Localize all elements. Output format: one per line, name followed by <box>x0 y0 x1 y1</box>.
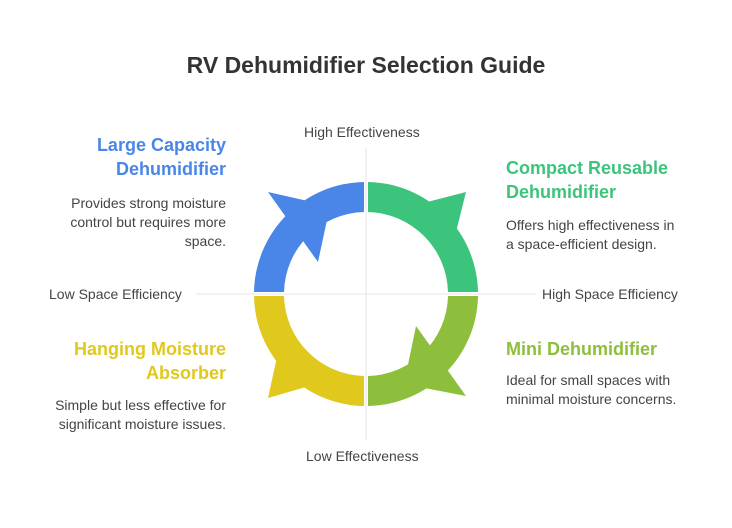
axis-label-top: High Effectiveness <box>304 124 420 140</box>
arrow-head-bottom-right <box>404 326 466 396</box>
arrow-head-bottom-left <box>268 334 330 398</box>
axis-label-left: Low Space Efficiency <box>49 286 182 302</box>
quadrant-heading-bottom-left: Hanging Moisture Absorber <box>74 339 226 383</box>
quadrant-desc-top-left: Provides strong moisture control but req… <box>70 195 226 249</box>
ring-segment-top-right <box>368 182 478 292</box>
quadrant-heading-top-left: Large Capacity Dehumidifier <box>96 135 226 179</box>
arrow-head-top-left <box>268 192 330 262</box>
quadrant-desc-bottom-right: Ideal for small spaces with minimal mois… <box>506 372 677 407</box>
quadrant-heading-top-right: Compact Reusable Dehumidifier <box>506 158 669 202</box>
quadrant-heading-bottom-right: Mini Dehumidifier <box>506 339 658 359</box>
axis-label-right: High Space Efficiency <box>542 286 678 302</box>
ring-segment-top-left <box>254 182 364 292</box>
quadrant-desc-bottom-left: Simple but less effective for significan… <box>55 397 226 432</box>
arrow-head-top-right <box>404 192 466 256</box>
quadrant-desc-top-right: Offers high effectiveness in a space-eff… <box>506 217 675 252</box>
page-title: RV Dehumidifier Selection Guide <box>186 52 546 78</box>
ring-segment-bottom-right <box>368 296 478 406</box>
axis-label-bottom: Low Effectiveness <box>306 448 419 464</box>
ring-segment-bottom-left <box>254 296 364 406</box>
